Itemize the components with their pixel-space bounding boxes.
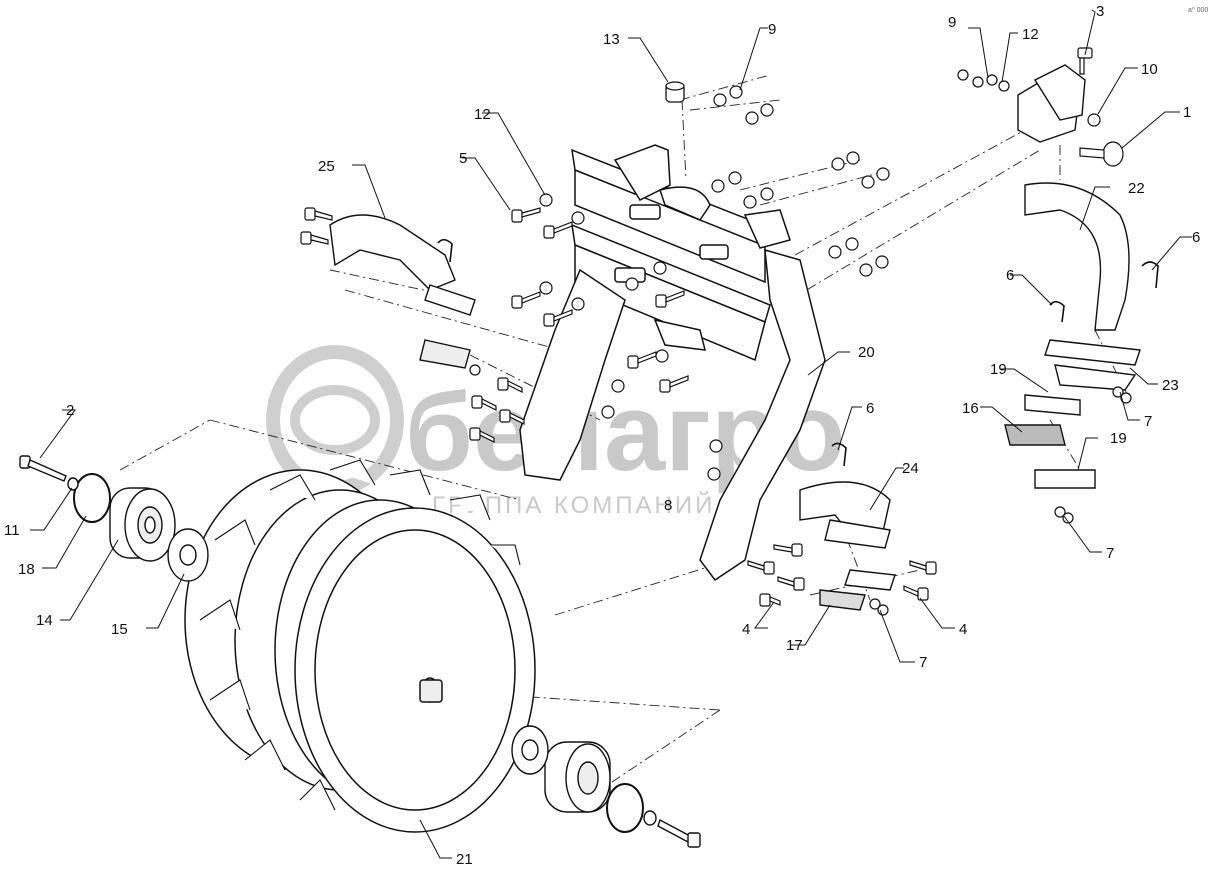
- scraper-bracket-24: [799, 481, 896, 611]
- callout-8: 8: [664, 497, 672, 514]
- callout-7a: 7: [1144, 413, 1152, 430]
- callout-11: 11: [4, 522, 20, 539]
- callout-4b: 4: [959, 621, 967, 638]
- callout-25: 25: [318, 158, 335, 175]
- callout-16: 16: [962, 400, 979, 417]
- callout-labels: 1 2 3 4 4 5 6 6 6 7 7 7 8 9 9 10 11 12 1…: [4, 3, 1200, 868]
- callout-17: 17: [786, 637, 803, 654]
- callout-22: 22: [1128, 180, 1145, 197]
- corner-mark: а⁰ 000: [1188, 6, 1208, 14]
- retaining-ring-right: [606, 783, 644, 833]
- callout-3: 3: [1096, 3, 1104, 20]
- callout-7b: 7: [1106, 545, 1114, 562]
- bearing-right: [544, 741, 611, 813]
- bolt-axle-right: [657, 818, 701, 848]
- callout-19a: 19: [990, 361, 1007, 378]
- spacer-sleeve: [665, 81, 685, 103]
- callout-18: 18: [18, 561, 35, 578]
- retaining-ring-left: [73, 473, 111, 523]
- press-wheel: [184, 459, 536, 833]
- hinge-plate: [1017, 64, 1086, 143]
- callout-13: 13: [603, 31, 620, 48]
- callout-15: 15: [111, 621, 128, 638]
- bolt-axle-left: [19, 455, 67, 482]
- washer-right: [511, 725, 549, 775]
- scraper-bracket-25: [329, 214, 476, 369]
- callout-6b: 6: [1006, 267, 1014, 284]
- callout-12b: 12: [1022, 26, 1039, 43]
- washer-small-right: [643, 810, 657, 826]
- callout-6a: 6: [1192, 229, 1200, 246]
- callout-12a: 12: [474, 106, 491, 123]
- callout-10: 10: [1141, 61, 1158, 78]
- hardware-nuts-washers: [469, 69, 1132, 616]
- callout-9b: 9: [768, 21, 776, 38]
- main-bracket: [519, 144, 826, 582]
- callout-2: 2: [66, 402, 74, 419]
- washer-left: [167, 528, 209, 582]
- callout-14: 14: [36, 612, 53, 629]
- callout-19b: 19: [1110, 430, 1127, 447]
- callout-9a: 9: [948, 14, 956, 31]
- washer-small-left: [67, 477, 79, 491]
- callout-1: 1: [1183, 104, 1191, 121]
- callout-5: 5: [459, 150, 467, 167]
- callout-6c: 6: [866, 400, 874, 417]
- scraper-bracket-22: [1004, 182, 1141, 489]
- callout-20: 20: [858, 344, 875, 361]
- callout-24: 24: [902, 460, 919, 477]
- callout-23: 23: [1162, 377, 1179, 394]
- callout-4a: 4: [742, 621, 750, 638]
- bearing-left: [109, 487, 176, 562]
- callout-21: 21: [456, 851, 473, 868]
- leader-lines: [30, 9, 1192, 859]
- callout-7c: 7: [919, 654, 927, 671]
